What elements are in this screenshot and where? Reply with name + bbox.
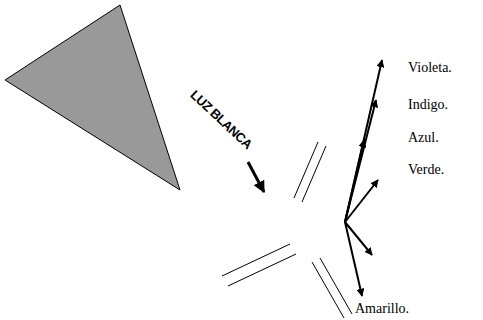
light-arrow bbox=[248, 162, 264, 192]
color-label: Verde. bbox=[408, 162, 444, 178]
color-label: Violeta. bbox=[408, 60, 452, 76]
spectrum-fan bbox=[345, 60, 382, 296]
color-label: Azul. bbox=[408, 130, 439, 146]
beam-label: LUZ BLANCA bbox=[187, 87, 255, 152]
color-label: Indigo. bbox=[408, 97, 448, 113]
prism bbox=[5, 5, 180, 190]
break-marks bbox=[222, 142, 352, 318]
color-label: Amarillo. bbox=[355, 301, 409, 317]
